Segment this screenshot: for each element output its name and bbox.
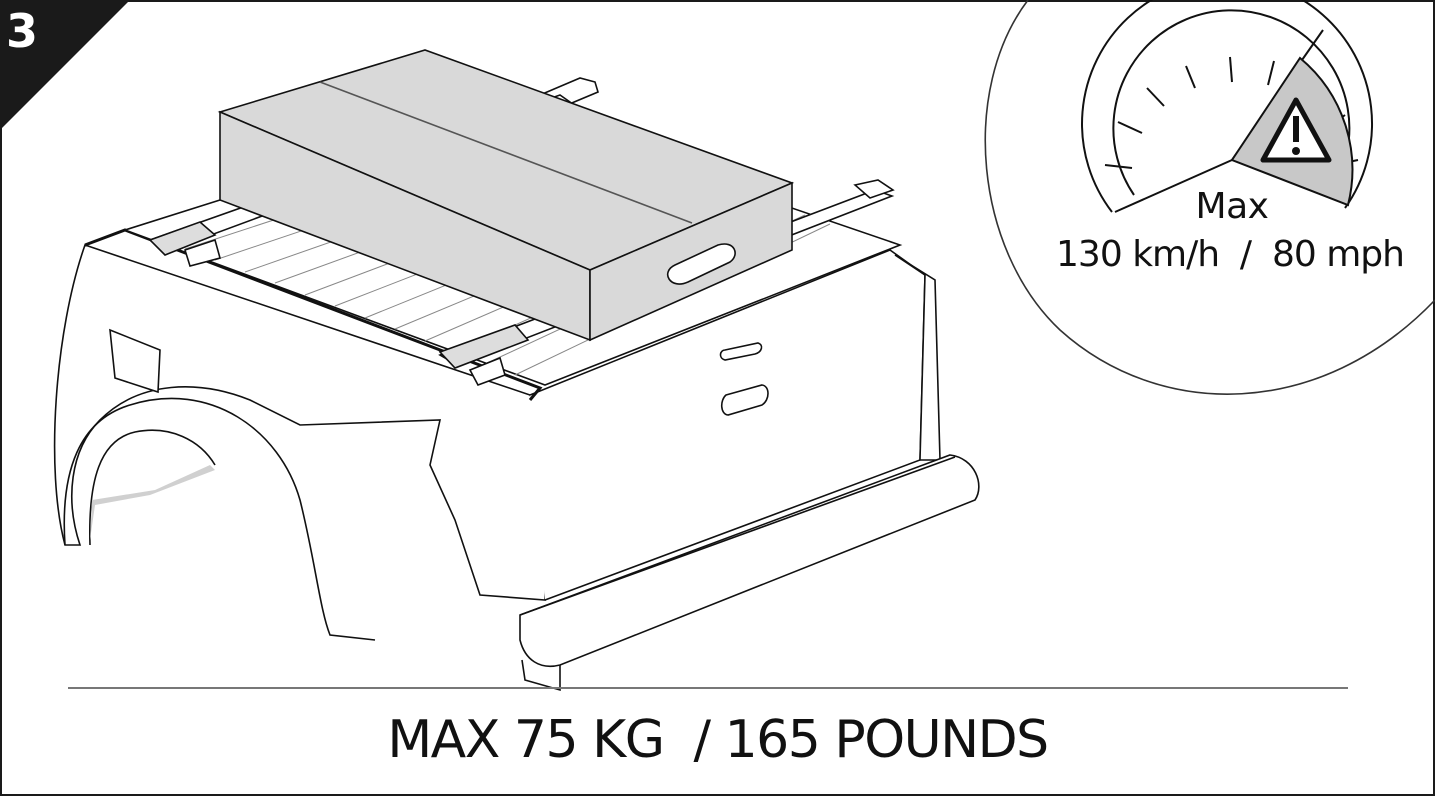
- speed-max-label: Max: [1195, 186, 1269, 227]
- step-number: 3: [6, 4, 39, 58]
- warning-triangle-icon: [1260, 97, 1332, 163]
- load-limit-caption: MAX 75 KG / 165 POUNDS: [387, 710, 1049, 770]
- speed-panel-outline: [984, 0, 1435, 395]
- caption-divider: [68, 687, 1348, 689]
- cargo-box: [217, 49, 795, 342]
- speed-limit-value: 130 km/h / 80 mph: [1056, 234, 1405, 275]
- step-badge: [0, 0, 130, 130]
- box-handle: [666, 243, 736, 285]
